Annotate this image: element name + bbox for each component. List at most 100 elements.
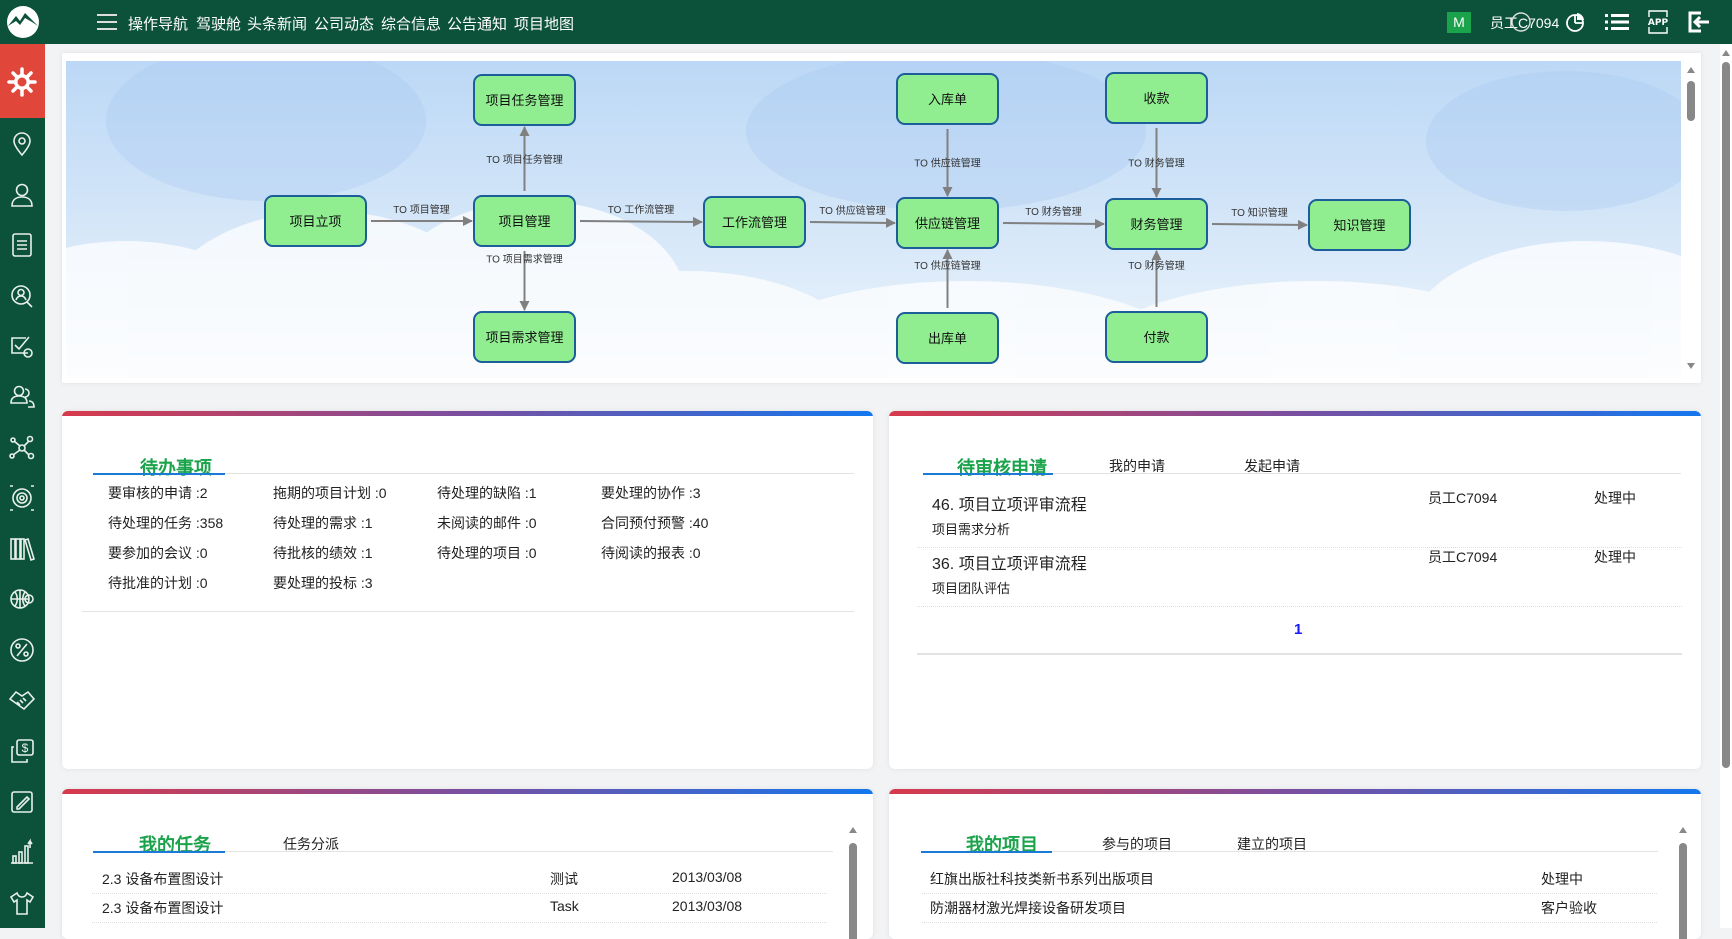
user-icon	[11, 183, 33, 207]
flow-node-chuku[interactable]: 出库单	[896, 312, 999, 364]
approval-title[interactable]: 46. 项目立项评审流程	[932, 497, 1087, 514]
pagination-page-1[interactable]: 1	[1294, 621, 1303, 638]
flow-node-xiangmu[interactable]: 项目管理	[473, 195, 576, 247]
sidebar-item-checklist[interactable]	[8, 332, 36, 360]
approval-subtitle: 项目需求分析	[932, 522, 1011, 537]
sidebar-item-settings[interactable]	[0, 44, 45, 118]
flow-node-zhishi[interactable]: 知识管理	[1308, 199, 1411, 251]
flow-node-label: 项目立项	[289, 214, 341, 229]
flow-node-caiwu[interactable]: 财务管理	[1105, 198, 1208, 250]
tab-pending-approval[interactable]: 待审核申请	[957, 458, 1047, 478]
tab-task-assign[interactable]: 任务分派	[283, 836, 339, 852]
task-name[interactable]: 2.3 设备布置图设计	[102, 871, 224, 887]
flow-node-gongzuoliu[interactable]: 工作流管理	[703, 196, 806, 248]
tab-my-projects[interactable]: 我的项目	[966, 835, 1038, 855]
approval-title[interactable]: 36. 项目立项评审流程	[932, 556, 1087, 573]
todo-item[interactable]: 待阅读的报表 :0	[601, 545, 701, 561]
flow-node-xuqiu[interactable]: 项目需求管理	[473, 311, 576, 363]
tab-todo[interactable]: 待办事项	[140, 458, 212, 478]
tab-my-tasks[interactable]: 我的任务	[139, 835, 211, 855]
todo-item[interactable]: 合同预付预警 :40	[601, 515, 709, 531]
todo-item[interactable]: 要处理的投标 :3	[273, 575, 373, 591]
nav-cockpit[interactable]: 驾驶舱	[196, 16, 242, 33]
sidebar-item-globe-gear[interactable]	[8, 585, 36, 613]
todo-item[interactable]: 待批核的绩效 :1	[273, 545, 373, 561]
sidebar-item-user-search[interactable]	[8, 282, 36, 310]
nav-general-info[interactable]: 综合信息	[381, 16, 442, 33]
nav-operation-guide[interactable]: 操作导航	[128, 16, 189, 33]
top-header: 操作导航 驾驶舱 头条新闻 公司动态 综合信息 公告通知 项目地图 M 员工C7…	[0, 0, 1732, 44]
todo-item[interactable]: 待处理的任务 :358	[108, 515, 224, 531]
todo-item[interactable]: 待批准的计划 :0	[108, 575, 208, 591]
flow-node-gongying[interactable]: 供应链管理	[896, 197, 999, 249]
todo-item[interactable]: 要审核的申请 :2	[108, 485, 208, 501]
nav-headlines[interactable]: 头条新闻	[247, 16, 308, 33]
flow-node-renwu[interactable]: 项目任务管理	[473, 74, 576, 126]
nav-project-map[interactable]: 项目地图	[514, 16, 575, 33]
flow-edge-label: TO 工作流管理	[608, 203, 674, 216]
nav-company-news[interactable]: 公司动态	[314, 16, 375, 33]
todo-item[interactable]: 待处理的项目 :0	[437, 545, 537, 561]
flow-node-shoukuan[interactable]: 收款	[1105, 72, 1208, 124]
sidebar-item-shirt[interactable]	[8, 889, 36, 917]
todo-item[interactable]: 未阅读的邮件 :0	[437, 515, 537, 531]
sidebar-item-edit[interactable]	[8, 788, 36, 816]
books-icon	[10, 537, 35, 561]
flow-node-label: 入库单	[928, 92, 967, 107]
sidebar-item-target[interactable]	[8, 484, 36, 512]
tab-created-projects[interactable]: 建立的项目	[1237, 836, 1307, 852]
app-icon[interactable]: APP	[1646, 9, 1670, 35]
todo-item[interactable]: 要参加的会议 :0	[108, 545, 208, 561]
list-icon[interactable]	[1605, 12, 1629, 32]
projects-scrollbar[interactable]	[1678, 823, 1687, 939]
pie-chart-icon[interactable]	[1564, 11, 1586, 33]
sidebar-item-books[interactable]	[8, 535, 36, 563]
todo-item[interactable]: 待处理的需求 :1	[273, 515, 373, 531]
sidebar-item-users[interactable]	[8, 383, 36, 411]
sidebar-item-bar-chart[interactable]	[8, 838, 36, 866]
todo-item[interactable]: 待处理的缺陷 :1	[437, 485, 537, 501]
flow-node-box	[473, 74, 576, 126]
tab-joined-projects[interactable]: 参与的项目	[1102, 836, 1172, 852]
todo-item[interactable]: 要处理的协作 :3	[601, 485, 701, 501]
sidebar-item-network[interactable]	[8, 434, 36, 462]
flow-scrollbar[interactable]	[1686, 61, 1695, 378]
project-status: 处理中	[1541, 871, 1583, 887]
approval-status: 处理中	[1594, 490, 1636, 506]
flow-node-ruku[interactable]: 入库单	[896, 73, 999, 125]
user-name[interactable]: 员工C7094	[1490, 15, 1560, 31]
nav-notices[interactable]: 公告通知	[447, 16, 508, 33]
page-scrollbar[interactable]	[1720, 44, 1732, 928]
user-search-icon	[11, 284, 33, 308]
mountain-logo[interactable]	[6, 5, 40, 39]
tab-start-application[interactable]: 发起申请	[1244, 458, 1300, 474]
tasks-scrollbar[interactable]	[848, 823, 857, 939]
tab-my-applications[interactable]: 我的申请	[1109, 458, 1165, 474]
row-divider	[922, 893, 1657, 894]
flow-edge	[579, 216, 703, 227]
task-name[interactable]: 2.3 设备布置图设计	[102, 900, 224, 916]
logout-icon[interactable]	[1687, 10, 1711, 34]
sidebar-item-percent[interactable]	[8, 636, 36, 664]
todo-item[interactable]: 拖期的项目计划 :0	[273, 485, 387, 501]
sidebar-item-document[interactable]	[8, 231, 36, 259]
sidebar-item-user[interactable]	[8, 181, 36, 209]
menu-icon[interactable]	[97, 14, 117, 30]
panel-topbar	[62, 411, 873, 416]
flow-node-lixiang[interactable]: 项目立项	[264, 195, 367, 247]
sidebar-item-dollar-card[interactable]: $	[8, 737, 36, 765]
approval-panel: 待审核申请 我的申请 发起申请 46. 项目立项评审流程项目需求分析员工C709…	[889, 411, 1701, 769]
project-name[interactable]: 红旗出版社科技类新书系列出版项目	[930, 871, 1154, 887]
sidebar-item-handshake[interactable]	[8, 687, 36, 715]
circle-overlay-icon	[1511, 12, 1531, 32]
flow-node-fukuan[interactable]: 付款	[1105, 311, 1208, 363]
user-badge[interactable]: M	[1447, 12, 1471, 33]
row-divider	[92, 893, 827, 894]
project-name[interactable]: 防潮器材激光焊接设备研发项目	[930, 900, 1126, 916]
flow-node-box	[896, 73, 999, 125]
cloud-background	[66, 61, 1681, 378]
document-icon	[12, 233, 32, 257]
sidebar-item-location[interactable]	[8, 130, 36, 158]
